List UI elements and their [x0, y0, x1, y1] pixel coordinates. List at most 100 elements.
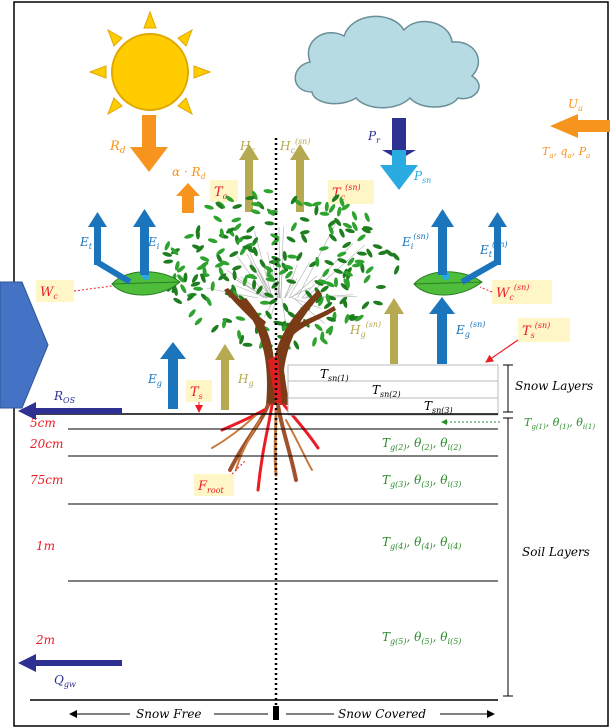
canopy-leaf [312, 336, 317, 347]
canopy-leaf [318, 246, 329, 251]
canopy-leaf [250, 209, 261, 215]
canopy-leaf [204, 204, 214, 210]
hg-sn-arrow [384, 298, 404, 364]
canopy-leaf [237, 329, 242, 340]
wc-label: Wc [40, 285, 58, 301]
canopy-leaf [328, 204, 336, 213]
canopy-leaf [339, 228, 345, 238]
albedo-label: α · Rd [172, 165, 206, 181]
canopy-leaf [242, 342, 253, 347]
canopy-leaf [265, 310, 272, 320]
canopy-leaf [315, 256, 320, 267]
canopy-leaf [356, 251, 367, 256]
wc-sn-label-box [492, 280, 552, 304]
hc-arrow [239, 144, 259, 212]
canopy-leaf [200, 273, 206, 283]
canopy-leaf [256, 285, 263, 295]
canopy-leaf [264, 265, 274, 272]
twig [249, 252, 272, 299]
canopy-leaf [296, 252, 303, 262]
canopy-leaf [211, 324, 219, 333]
canopy-leaf [219, 260, 230, 266]
canopy-leaf [375, 284, 386, 290]
canopy-leaf [245, 195, 256, 201]
canopy-leaf [200, 261, 209, 269]
canopy-leaf [270, 233, 280, 239]
canopy-leaf [325, 325, 334, 334]
canopy-leaf [337, 258, 347, 264]
canopy-leaf [180, 284, 187, 294]
canopy-leaf [282, 250, 287, 261]
canopy-leaf [325, 281, 335, 288]
canopy-leaf [325, 293, 331, 304]
canopy-leaf [190, 281, 201, 287]
canopy-leaf [216, 253, 223, 263]
canopy-leaf [394, 265, 400, 275]
canopy-leaf [314, 280, 324, 286]
canopy-leaf [215, 262, 225, 268]
twig [277, 283, 280, 299]
ua-label: Ua [568, 97, 583, 113]
canopy-leaf [231, 289, 239, 299]
canopy-leaf [218, 267, 224, 277]
canopy-leaf [333, 268, 343, 274]
ts-sn-leader [485, 339, 519, 363]
canopy-leaf [303, 201, 313, 207]
twig [280, 226, 284, 299]
canopy-leaf [318, 296, 324, 307]
canopy-leaf [242, 235, 253, 240]
canopy-leaf [249, 264, 257, 273]
canopy-leaf [294, 199, 303, 206]
ts-label-box [186, 380, 212, 402]
eg-label: Eg [147, 372, 162, 388]
canopy-leaf [251, 190, 258, 200]
wc-leader [73, 285, 113, 292]
snow-free-label: Snow Free [136, 707, 202, 721]
snow-covered-label: Snow Covered [338, 707, 426, 721]
canopy-leaf [340, 283, 349, 291]
canopy-leaf [343, 278, 350, 288]
tree-canopy [159, 189, 400, 351]
tsn2-label: Tsn(2) [372, 383, 401, 399]
canopy-leaf [207, 238, 218, 244]
hg-sn-label: Hg(sn) [349, 320, 381, 339]
canopy-leaf [351, 211, 358, 221]
canopy-leaf [354, 259, 365, 264]
froot-leader [231, 459, 247, 475]
canopy-leaf [343, 270, 353, 277]
psn-label: Psn [413, 169, 431, 185]
ros-arrow [18, 402, 122, 420]
ta-qa-pa-label: Ta, qa, Pa [542, 145, 590, 160]
snow-layers-label: Snow Layers [515, 379, 593, 393]
canopy-leaf [342, 222, 353, 229]
canopy-leaf [276, 321, 287, 326]
canopy-leaf [215, 201, 224, 210]
canopy-leaf [366, 248, 373, 258]
hc-sn-label: Hc(sn) [279, 137, 310, 155]
canopy-leaf [290, 222, 297, 232]
canopy-leaf [287, 311, 296, 319]
et-sn-label: Et(sn) [479, 240, 507, 259]
canopy-leaf [282, 302, 289, 313]
canopy-leaf [242, 245, 253, 250]
soil-layer-1-label: Tg(1), θ(1), θi(1) [524, 416, 595, 431]
rd-arrow [130, 115, 168, 172]
canopy-leaf [194, 317, 203, 326]
eg-sn-label: Eg(sn) [455, 320, 485, 339]
canopy-leaf [347, 257, 355, 266]
canopy-leaf [239, 334, 245, 345]
canopy-leaf [293, 340, 300, 350]
canopy-leaf [283, 264, 294, 270]
canopy-leaf [162, 252, 173, 257]
canopy-leaf [225, 227, 235, 234]
canopy-leaf [329, 233, 337, 242]
canopy-leaf [363, 274, 371, 284]
canopy-leaf [385, 249, 394, 257]
ei-sn-label: Ei(sn) [401, 232, 429, 251]
tc-label: Tc [214, 185, 228, 201]
canopy-leaf [287, 254, 298, 259]
canopy-leaf [195, 225, 201, 235]
froot-label-box [194, 474, 234, 496]
depth-5cm: 5cm [30, 416, 56, 430]
ts-sn-label-box [518, 318, 570, 342]
